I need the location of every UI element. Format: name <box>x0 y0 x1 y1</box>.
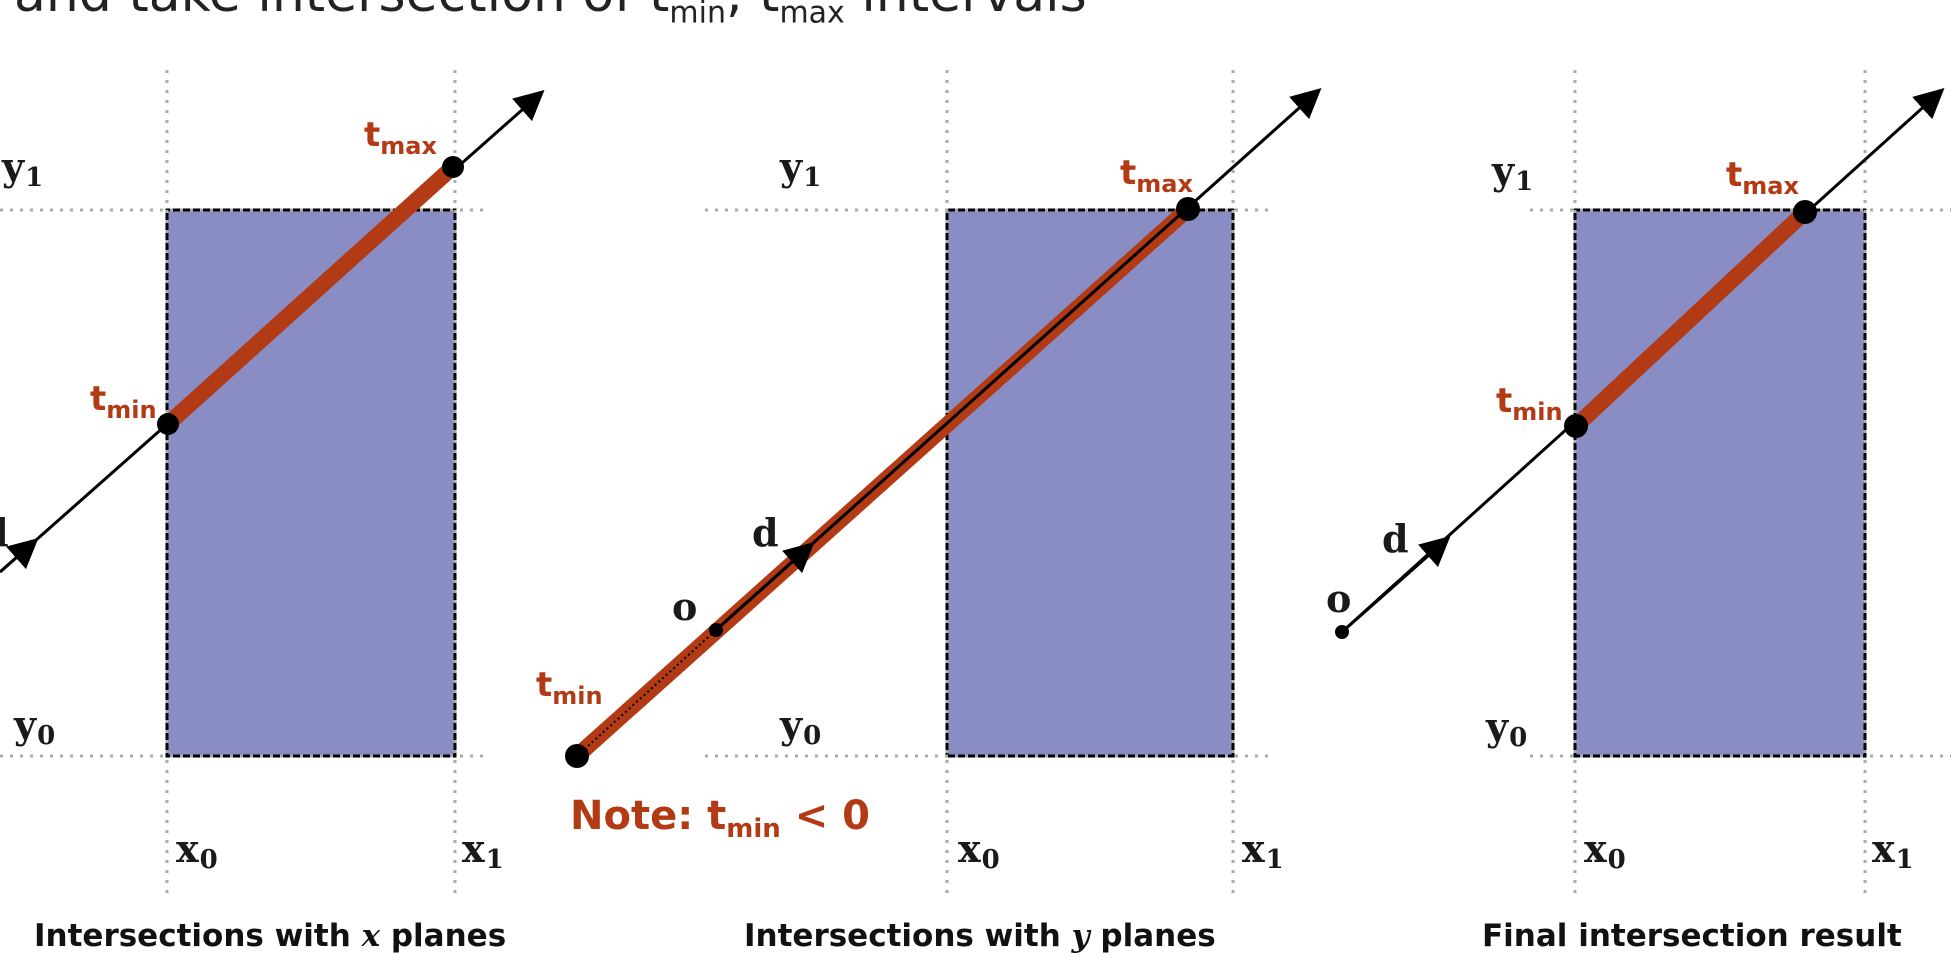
direction-arrow <box>715 542 815 632</box>
label-d: d <box>752 510 779 555</box>
label-tmax: tmax <box>1120 153 1193 198</box>
label-y0: y0 <box>780 702 822 751</box>
tmin-point <box>157 413 179 435</box>
interval-segment <box>162 161 459 430</box>
slide-title-partial: and take intersection of tmin, tmax inte… <box>14 0 1087 31</box>
label-y1: y1 <box>1492 148 1534 197</box>
caption-panel-3: Final intersection result <box>1482 918 1902 954</box>
label-y1: y1 <box>2 144 44 193</box>
label-tmax: tmax <box>1726 155 1799 200</box>
ray-back-extension <box>576 629 717 757</box>
label-x0: x0 <box>1584 826 1626 875</box>
label-o: o <box>672 584 698 629</box>
panel-x-planes <box>0 70 545 900</box>
label-tmin: tmin <box>536 665 603 710</box>
label-y0: y0 <box>14 702 56 751</box>
tmax-point <box>1793 200 1817 224</box>
label-y0: y0 <box>1486 704 1528 753</box>
interval-segment <box>1570 206 1811 432</box>
caption-panel-1: Intersections with x planes <box>34 918 507 954</box>
panel-y-planes <box>565 70 1322 900</box>
tmax-point <box>1176 197 1200 221</box>
label-y1: y1 <box>780 144 822 193</box>
label-tmin: tmin <box>90 379 157 424</box>
label-tmax: tmax <box>364 115 437 160</box>
label-tmin: tmin <box>1496 381 1563 426</box>
tmax-point <box>442 156 464 178</box>
label-o: o <box>1326 576 1352 621</box>
ray <box>714 87 1322 632</box>
note-tmin-negative: Note: tmin < 0 <box>570 793 870 844</box>
label-x0: x0 <box>958 826 1000 875</box>
label-x0: x0 <box>176 826 218 875</box>
label-x1: x1 <box>1242 826 1284 875</box>
label-x1: x1 <box>462 826 504 875</box>
direction-arrow <box>0 538 39 574</box>
label-d: d <box>1382 516 1409 561</box>
origin-point <box>709 623 723 637</box>
label-x1: x1 <box>1872 826 1914 875</box>
direction-arrow <box>1341 536 1451 634</box>
panel-final-result <box>1335 70 1951 900</box>
caption-panel-2: Intersections with y planes <box>744 918 1216 954</box>
tmin-point <box>1564 414 1588 438</box>
origin-point <box>1335 625 1349 639</box>
tmin-point <box>565 744 589 768</box>
label-d: d <box>0 514 9 552</box>
